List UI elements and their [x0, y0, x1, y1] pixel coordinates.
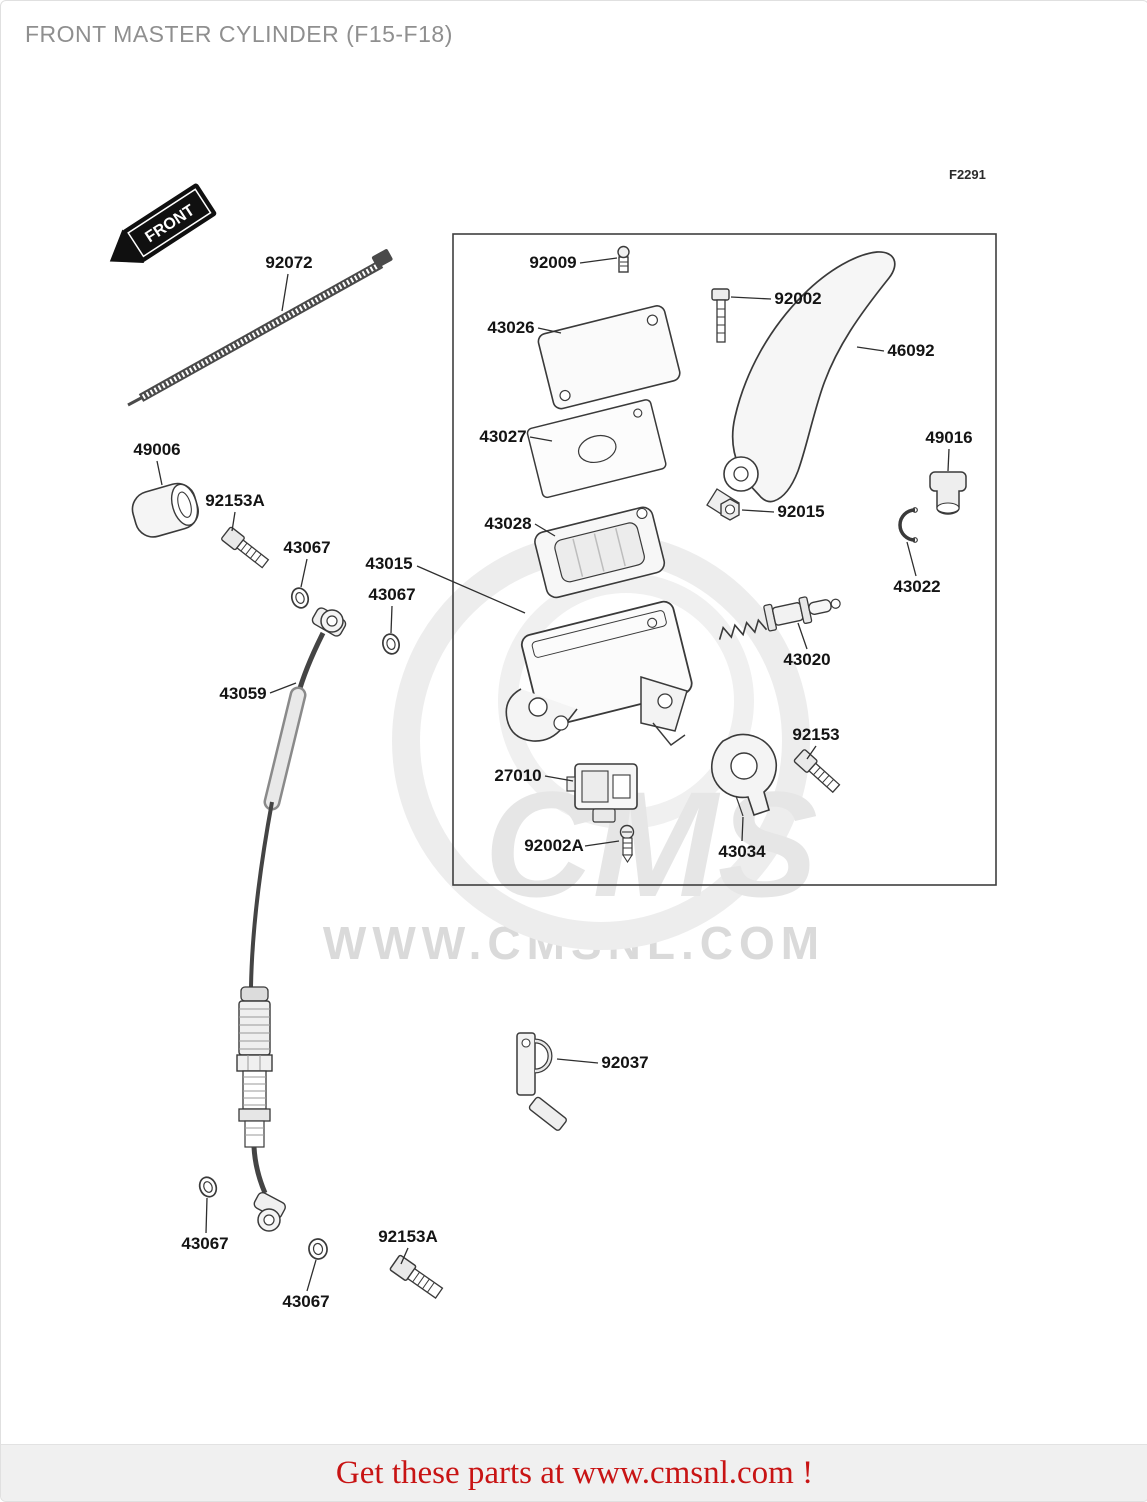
part-label-92015[interactable]: 92015 [777, 502, 825, 521]
piston-kit-drawing [718, 596, 841, 640]
brake-hose-drawing [236, 607, 347, 1232]
washer-43067-3-drawing [198, 1176, 218, 1198]
diaphragm-plate-drawing [526, 399, 667, 499]
figure-code: F2291 [949, 167, 986, 182]
screw-92002a-drawing [619, 824, 635, 864]
part-label-43015[interactable]: 43015 [365, 554, 413, 573]
parts-box-frame [452, 233, 997, 886]
footer-link-text[interactable]: Get these parts at www.cmsnl.com ! [335, 1454, 814, 1491]
pivot-bolt-drawing [711, 288, 730, 343]
brake-switch-drawing [566, 763, 638, 823]
hose-clamp-drawing [516, 1032, 567, 1131]
circlip-drawing [898, 507, 918, 543]
part-label-43067-1[interactable]: 43067 [283, 538, 331, 557]
part-label-43067-4[interactable]: 43067 [282, 1292, 330, 1311]
part-label-92009[interactable]: 92009 [529, 253, 577, 272]
part-label-92037[interactable]: 92037 [601, 1053, 649, 1072]
part-label-43028[interactable]: 43028 [484, 514, 532, 533]
part-label-27010[interactable]: 27010 [494, 766, 542, 785]
part-label-43034[interactable]: 43034 [718, 842, 766, 861]
lever-nut-drawing [720, 498, 740, 521]
part-label-92153[interactable]: 92153 [792, 725, 840, 744]
washer-43067-1-drawing [290, 587, 310, 609]
bolt-92153a-upper-drawing [221, 526, 270, 569]
bolt-92153a-lower-drawing [389, 1254, 444, 1299]
diaphragm-drawing [534, 506, 666, 599]
bolt-92153-drawing [793, 749, 841, 794]
washer-43067-4-drawing [308, 1238, 328, 1260]
page-title: FRONT MASTER CYLINDER (F15-F18) [25, 21, 453, 47]
part-label-92153a-1[interactable]: 92153A [205, 491, 265, 510]
part-label-49006[interactable]: 49006 [133, 440, 181, 459]
part-label-49016[interactable]: 49016 [925, 428, 973, 447]
cable-tie-drawing [127, 249, 393, 407]
part-label-46092[interactable]: 46092 [887, 341, 935, 360]
front-direction-tag: FRONT [109, 183, 217, 264]
part-label-43022[interactable]: 43022 [893, 577, 941, 596]
part-label-43026[interactable]: 43026 [487, 318, 535, 337]
part-label-43067-3[interactable]: 43067 [181, 1234, 229, 1253]
part-label-43020[interactable]: 43020 [783, 650, 831, 669]
part-label-43067-2[interactable]: 43067 [368, 585, 416, 604]
boot-49016-drawing [929, 471, 967, 515]
part-label-92153a-2[interactable]: 92153A [378, 1227, 438, 1246]
part-label-92002[interactable]: 92002 [774, 289, 822, 308]
cover-49006-drawing [131, 482, 199, 538]
part-label-92072[interactable]: 92072 [265, 253, 313, 272]
leader-lines [156, 257, 950, 1292]
master-cylinder-body-drawing [505, 600, 693, 746]
part-label-43059[interactable]: 43059 [219, 684, 267, 703]
screw-92009-drawing [617, 245, 630, 273]
footer-banner: Get these parts at www.cmsnl.com ! [1, 1444, 1147, 1501]
reservoir-cap-drawing [537, 305, 681, 410]
lever-holder-drawing [710, 733, 777, 817]
washer-43067-2-drawing [382, 633, 400, 655]
part-label-92002a[interactable]: 92002A [524, 836, 584, 855]
part-label-43027[interactable]: 43027 [479, 427, 527, 446]
